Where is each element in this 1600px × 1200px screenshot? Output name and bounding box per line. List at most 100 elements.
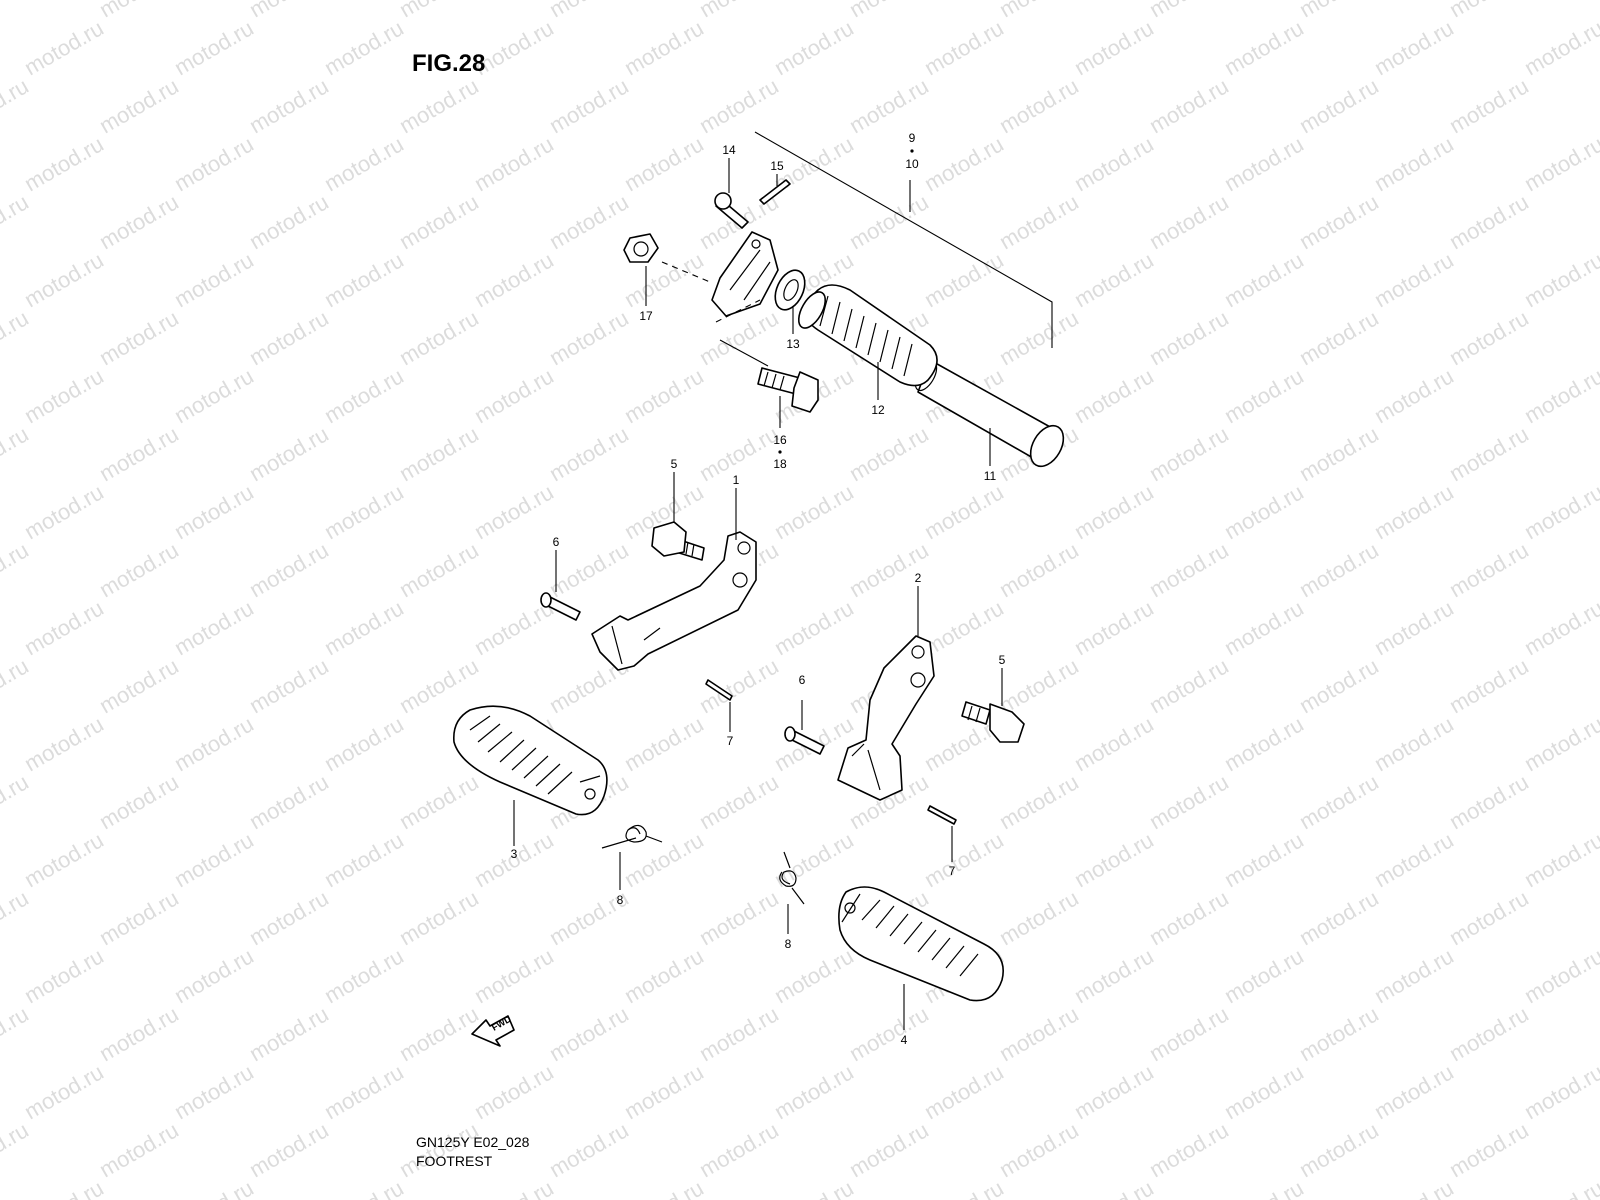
section-name: FOOTREST xyxy=(416,1153,493,1169)
watermark-text: motod.ru xyxy=(770,1059,858,1124)
part-15-cotter-pin xyxy=(759,179,791,205)
watermark-text: motod.ru xyxy=(1595,1001,1600,1066)
watermark-text: motod.ru xyxy=(1295,537,1383,602)
callout-12: 12 xyxy=(871,403,885,417)
watermark-text: motod.ru xyxy=(1445,421,1533,486)
watermark-text: motod.ru xyxy=(395,305,483,370)
watermark-text: motod.ru xyxy=(1220,363,1308,428)
watermark-text: motod.ru xyxy=(1145,769,1233,834)
watermark-text: motod.ru xyxy=(320,247,408,312)
callout-9: 9 xyxy=(909,131,916,145)
watermark-text: motod.ru xyxy=(1070,479,1158,544)
watermark-text: motod.ru xyxy=(20,131,108,196)
watermark-text: motod.ru xyxy=(170,711,258,776)
watermark-text: motod.ru xyxy=(395,0,483,22)
part-12-rubber-grip xyxy=(797,284,938,387)
watermark-text: motod.ru xyxy=(95,305,183,370)
watermark-text: motod.ru xyxy=(1070,1059,1158,1124)
callout-6-right: 6 xyxy=(799,673,806,687)
watermark-text: motod.ru xyxy=(20,595,108,660)
watermark-text: motod.ru xyxy=(770,827,858,892)
watermark-text: motod.ru xyxy=(845,189,933,254)
watermark-text: motod.ru xyxy=(95,421,183,486)
watermark-text: motod.ru xyxy=(1220,131,1308,196)
watermark-text: motod.ru xyxy=(95,769,183,834)
watermark-text: motod.ru xyxy=(995,537,1083,602)
watermark-text: motod.ru xyxy=(395,653,483,718)
watermark-text: motod.ru xyxy=(395,73,483,138)
watermark-text: motod.ru xyxy=(1595,421,1600,486)
watermark-text: motod.ru xyxy=(845,1117,933,1182)
watermark-text: motod.ru xyxy=(545,421,633,486)
watermark-text: motod.ru xyxy=(95,885,183,950)
watermark-text: motod.ru xyxy=(995,305,1083,370)
watermark-text: motod.ru xyxy=(320,1059,408,1124)
watermark-text: motod.ru xyxy=(545,0,633,22)
watermark-text: motod.ru xyxy=(1370,247,1458,312)
watermark-text: motod.ru xyxy=(620,363,708,428)
part-13-washer xyxy=(774,269,806,311)
part-6-pin-left xyxy=(540,592,581,621)
part-1-bracket xyxy=(591,531,757,671)
watermark-text: motod.ru xyxy=(20,15,108,80)
watermark-text: motod.ru xyxy=(170,1059,258,1124)
watermark-text: motod.ru xyxy=(470,247,558,312)
dot-16-18 xyxy=(778,450,782,454)
watermark-text: motod.ru xyxy=(845,0,933,22)
watermark-text: motod.ru xyxy=(620,15,708,80)
watermark-text: motod.ru xyxy=(470,1059,558,1124)
watermark-text: motod.ru xyxy=(1370,827,1458,892)
footrest-peg-right-group xyxy=(779,851,1004,1030)
callout-1: 1 xyxy=(733,473,740,487)
watermark-text: motod.ru xyxy=(1145,305,1233,370)
watermark-text: motod.ru xyxy=(1220,247,1308,312)
watermark-text: motod.ru xyxy=(545,1001,633,1066)
watermark-text: motod.ru xyxy=(695,305,783,370)
watermark-text: motod.ru xyxy=(1145,885,1233,950)
watermark-text: motod.ru xyxy=(320,363,408,428)
watermark-text: motod.ru xyxy=(995,653,1083,718)
part-2-bracket xyxy=(837,635,935,801)
watermark-text: motod.ru xyxy=(1370,15,1458,80)
watermark-text: motod.ru xyxy=(1220,827,1308,892)
watermark-text: motod.ru xyxy=(395,421,483,486)
part-4-footrest-peg xyxy=(838,886,1004,1002)
watermark-text: motod.ru xyxy=(1220,15,1308,80)
watermark-text: motod.ru xyxy=(695,1001,783,1066)
watermark-text: motod.ru xyxy=(995,73,1083,138)
watermark-text: motod.ru xyxy=(1295,885,1383,950)
watermark-text: motod.ru xyxy=(470,131,558,196)
watermark-text: motod.ru xyxy=(1370,711,1458,776)
callout-17: 17 xyxy=(639,309,653,323)
watermark-text: motod.ru xyxy=(395,537,483,602)
watermark-text: motod.ru xyxy=(1370,131,1458,196)
watermark-text: motod.ru xyxy=(245,537,333,602)
watermark-text: motod.ru xyxy=(20,943,108,1008)
watermark-text: motod.ru xyxy=(245,885,333,950)
watermark-text: motod.ru xyxy=(95,537,183,602)
watermark-text: motod.ru xyxy=(770,595,858,660)
watermark-text: motod.ru xyxy=(1595,189,1600,254)
watermark-text: motod.ru xyxy=(1445,885,1533,950)
alignment-line-16 xyxy=(715,299,761,323)
watermark-text: motod.ru xyxy=(1070,711,1158,776)
watermark-text: motod.ru xyxy=(1070,131,1158,196)
watermark-text: motod.ru xyxy=(1370,1059,1458,1124)
watermark-text: motod.ru xyxy=(95,653,183,718)
watermark-text: motod.ru xyxy=(845,421,933,486)
watermark-text: motod.ru xyxy=(245,0,333,22)
watermark-text: motod.ru xyxy=(20,363,108,428)
callout-11: 11 xyxy=(984,469,997,483)
watermark-text: motod.ru xyxy=(395,189,483,254)
watermark-text: motod.ru xyxy=(1445,305,1533,370)
part-8-spring-left xyxy=(601,824,663,849)
watermark-text: motod.ru xyxy=(620,827,708,892)
footrest-peg-left-group xyxy=(453,705,663,890)
part-6-pin-right xyxy=(784,726,825,755)
watermark-text: motod.ru xyxy=(1445,1001,1533,1066)
watermark-text: motod.ru xyxy=(245,305,333,370)
watermark-text: motod.ru xyxy=(245,421,333,486)
watermark-text: motod.ru xyxy=(1220,1175,1308,1200)
watermark-text: motod.ru xyxy=(1370,1175,1458,1200)
